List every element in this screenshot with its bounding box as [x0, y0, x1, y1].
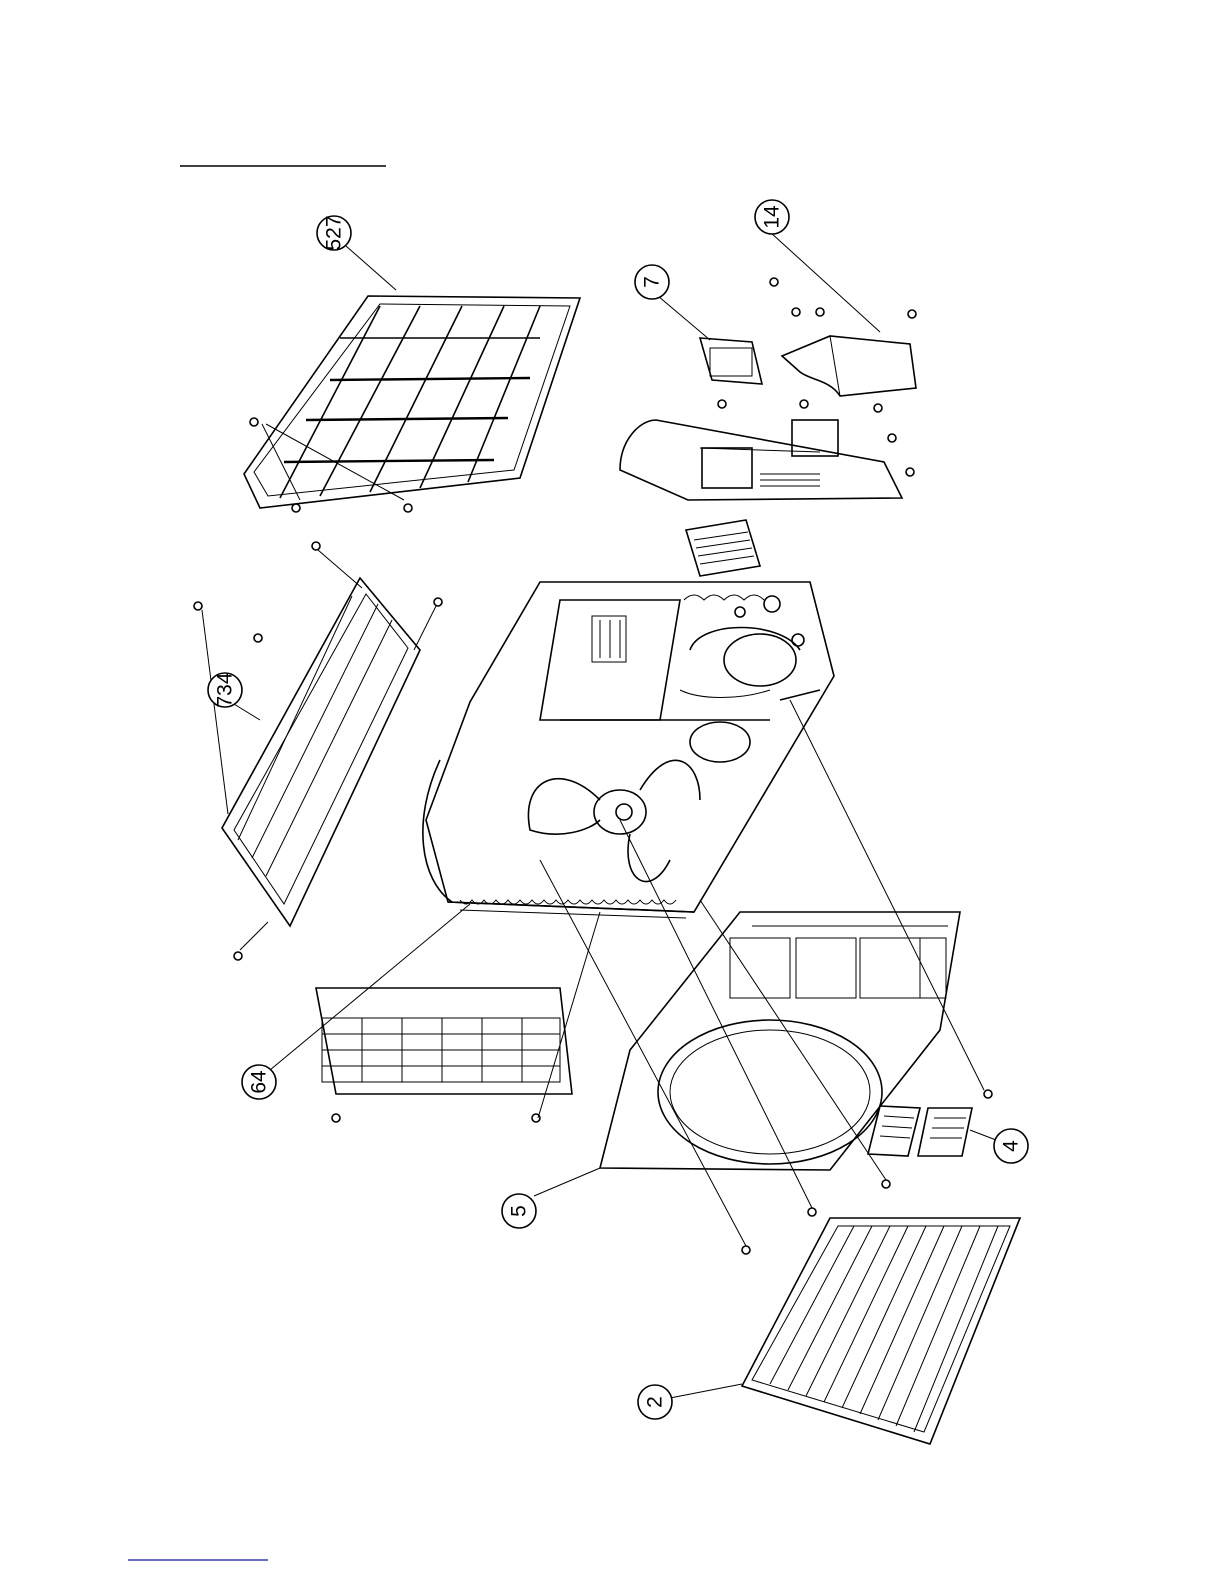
- callout-64: 64: [242, 1065, 276, 1099]
- callout-7-label: 7: [641, 276, 664, 288]
- callout-5: 5: [502, 1194, 536, 1228]
- part-control-cover-plate: [686, 520, 760, 576]
- callout-4: 4: [994, 1129, 1028, 1163]
- callout-2: 2: [638, 1385, 672, 1419]
- callout-64-label: 64: [248, 1070, 271, 1094]
- callout-527: 527: [317, 215, 351, 250]
- callout-734-label: 734: [214, 672, 237, 707]
- part-527-rear-grille: [244, 296, 580, 512]
- part-2-front-guard: [742, 1218, 1020, 1444]
- callout-734: 734: [208, 672, 242, 707]
- part-14-side-panel: [620, 278, 916, 500]
- callout-5-label: 5: [508, 1205, 531, 1217]
- callout-7: 7: [635, 265, 669, 299]
- callout-527-label: 527: [323, 215, 346, 250]
- callout-4-label: 4: [1000, 1140, 1023, 1152]
- callout-14: 14: [755, 200, 789, 234]
- main-chassis-assembly: [423, 582, 834, 918]
- part-7-handle: [700, 338, 762, 384]
- part-64-side-grille: [316, 988, 572, 1122]
- part-734-top-cover: [194, 542, 442, 960]
- part-4-louver-plates: [868, 1106, 972, 1156]
- callout-14-label: 14: [761, 205, 784, 229]
- callout-2-label: 2: [644, 1396, 667, 1408]
